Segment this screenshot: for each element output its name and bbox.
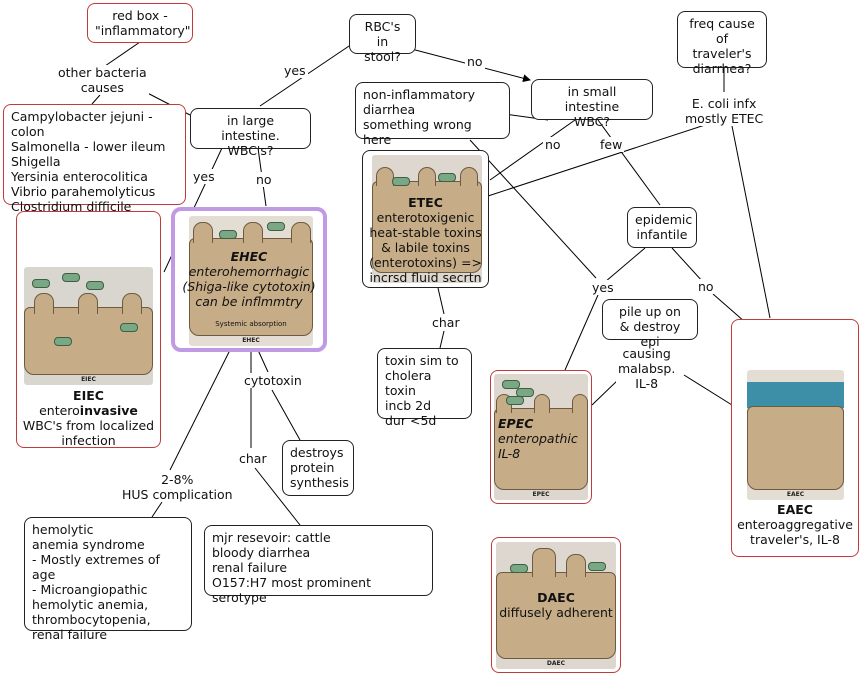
edge-label-yes-eiec: yes [191,169,217,184]
edge-otherbact-list [91,94,101,105]
ehec-text: EHEC enterohemorrhagic (Shiga-like cytot… [175,249,323,309]
non-inflammatory-node[interactable]: non-inflammatory diarrhea something wron… [355,82,510,147]
eaec-title: EAEC [777,502,813,517]
ehec-pic-caption: EHEC [242,337,260,344]
red-box-node[interactable]: red box - "inflammatory" [87,3,193,43]
epec-text: EPEC enteropathic IL-8 [498,416,578,461]
edge-label-yes-large: yes [282,63,308,78]
edge-ecoli-etec [487,123,709,197]
edge-redbox-otherbact [104,41,141,67]
edge-label-char-ehec: char [237,451,269,466]
edge-label-few: few [598,137,625,152]
ehec-cell-illustration: Systemic absorption EHEC [189,216,313,346]
toxin-sim-node[interactable]: toxin sim to cholera toxin incb 2d dur <… [377,348,472,428]
edge-char-reservoir [254,467,301,526]
destroys-node[interactable]: destroys protein synthesis [282,440,354,496]
epidemic-node[interactable]: epidemic infantile [627,207,697,248]
reservoir-node[interactable]: mjr resevoir: cattle bloody diarrhea ren… [204,525,433,605]
edge-hus-hemolytic [151,501,163,518]
edge-no-eaec [712,293,746,323]
edge-label-char-etec: char [430,315,462,330]
ehec-title: EHEC [230,249,268,264]
ecoli-infx-label: E. coli infx mostly ETEC [683,96,766,126]
daec-text: DAEC diffusely adherent [492,590,620,620]
daec-cell-illustration: DAEC [496,542,616,669]
edge-epidemic-no [671,247,704,283]
edge-small-epidemic [597,119,661,206]
daec-pic-caption: DAEC [546,660,566,667]
eaec-text: EAEC enteroaggregative traveler's, IL-8 [732,502,858,547]
eaec-pic-caption: EAEC [786,491,805,498]
small-intestine-node[interactable]: in small intestine WBC? [531,79,653,129]
edge-causing-epec [591,377,621,406]
edge-causing-eaec [683,374,733,406]
edge-cytotoxin-destroys [271,389,301,441]
hemolytic-node[interactable]: hemolytic anemia syndrome - Mostly extre… [24,517,192,642]
edge-label-no-ehec: no [254,172,274,187]
ehec-pic-label: Systemic absorption [215,320,287,328]
epec-title: EPEC [498,416,534,431]
etec-node[interactable]: ETEC enterotoxigenic heat-stable toxins … [362,150,489,288]
edge-noninf-yes [469,139,597,279]
freq-cause-node[interactable]: freq cause of traveler's diarrhea? [677,11,767,76]
rbc-stool-node[interactable]: RBC's in stool? [349,14,416,64]
epec-node[interactable]: EPEC EPEC enteropathic IL-8 [490,370,592,504]
ehec-node[interactable]: Systemic absorption EHEC EHEC enterohemo… [171,207,327,352]
eaec-cell-illustration: EAEC [747,370,844,500]
edge-yes-epec [564,294,599,371]
hus-label: 2-8% HUS complication [120,472,235,502]
edge-label-yes-epec: yes [590,280,616,295]
eiec-cell-illustration: EIEC [24,267,153,385]
eiec-text: EIEC enteroinvasive WBC's from localized… [17,388,160,448]
large-intestine-node[interactable]: in large intestine. WBC's? [190,108,311,158]
epec-pic-caption: EPEC [532,491,550,498]
edge-ecoli-eaec [731,125,771,319]
eiec-title: EIEC [73,388,104,403]
daec-title: DAEC [537,590,575,605]
edge-label-no-eaec: no [696,279,716,294]
etec-text: ETEC enterotoxigenic heat-stable toxins … [363,195,488,285]
daec-node[interactable]: DAEC DAEC diffusely adherent [491,537,621,673]
etec-title: ETEC [408,195,443,210]
pileup-node[interactable]: pile up on & destroy epi [602,299,698,349]
edge-epidemic-yes [604,247,646,283]
eiec-pic-caption: EIEC [81,376,96,383]
edge-label-cytotoxin: cytotoxin [242,373,304,388]
bacteria-list-node[interactable]: Campylobacter jejuni -colon Salmonella -… [3,104,186,214]
other-bacteria-label: other bacteria causes [56,65,149,95]
edge-etec-char [437,287,445,315]
eaec-node[interactable]: EAEC EAEC enteroaggregative traveler's, … [731,319,859,557]
edge-label-no-noninf: no [543,137,563,152]
edge-ehec-hus [169,349,231,471]
edge-label-no-small: no [465,54,485,69]
epec-cell-illustration: EPEC [494,374,588,500]
causing-label: causing malabsp. IL-8 [616,346,678,391]
etec-cell-illustration [372,155,482,283]
eiec-node[interactable]: EIEC EIEC enteroinvasive WBC's from loca… [16,211,161,448]
edge-char-toxin [439,330,445,349]
edge-ehec-cytotoxin [257,349,269,373]
edge-small-etec [489,119,576,181]
